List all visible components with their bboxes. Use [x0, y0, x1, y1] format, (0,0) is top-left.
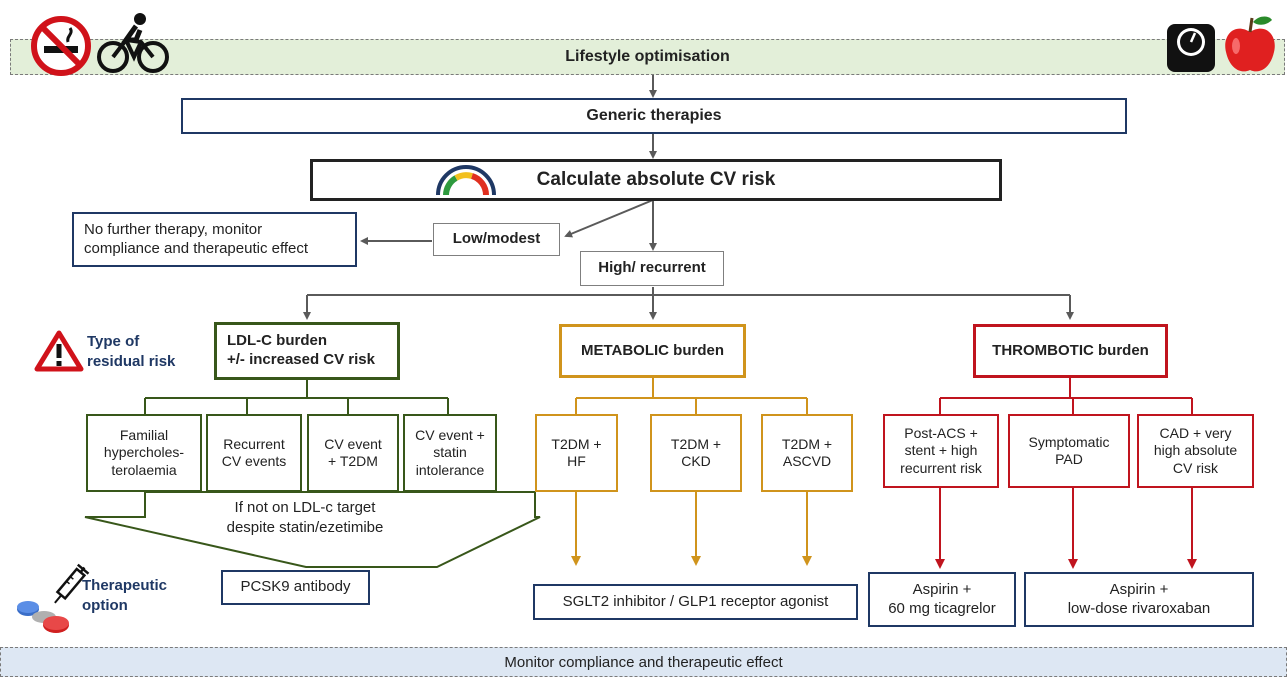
thrombotic-item-label: Post-ACS + stent + high recurrent risk	[900, 424, 982, 476]
no-smoking-icon	[28, 16, 94, 76]
thrombotic-item-post-acs: Post-ACS + stent + high recurrent risk	[883, 414, 999, 488]
aspirin-ticagrelor-box: Aspirin + 60 mg ticagrelor	[868, 572, 1016, 627]
ldl-item-label: Recurrent CV events	[221, 435, 287, 470]
cyclist-icon	[96, 10, 170, 74]
ldl-arrow-text: If not on LDL-c target despite statin/ez…	[226, 499, 384, 537]
thrombotic-tree-connector	[939, 378, 1193, 414]
ldl-tree-connector	[144, 380, 449, 414]
pcsk9-box: PCSK9 antibody	[221, 570, 370, 605]
monitor-label: Monitor compliance and therapeutic effec…	[504, 654, 783, 671]
ldl-item-statin-intolerance: CV event + statin intolerance	[403, 414, 497, 492]
ldl-item-label: CV event + T2DM	[324, 435, 382, 470]
low-modest-box: Low/modest	[433, 223, 560, 256]
thrombotic-burden-label: THROMBOTIC burden	[992, 341, 1149, 359]
metabolic-item-label: T2DM + ASCVD	[781, 435, 833, 470]
ldl-burden-label: LDL-C burden +/- increased CV risk	[227, 332, 375, 368]
thrombotic-item-label: Symptomatic PAD	[1028, 433, 1110, 468]
metabolic-item-ascvd: T2DM + ASCVD	[761, 414, 853, 492]
pcsk9-label: PCSK9 antibody	[240, 578, 351, 596]
ldl-block-arrow	[84, 491, 541, 568]
metabolic-tree-connector	[575, 378, 808, 414]
aspirin-ticagrelor-label: Aspirin + 60 mg ticagrelor	[888, 580, 996, 617]
metabolic-burden-box: METABOLIC burden	[559, 324, 746, 378]
generic-therapies-label: Generic therapies	[586, 107, 722, 124]
sglt2-glp1-label: SGLT2 inhibitor / GLP1 receptor agonist	[562, 592, 829, 610]
apple-icon	[1222, 12, 1278, 76]
weighing-scale-icon	[1165, 22, 1217, 74]
lifestyle-band: Lifestyle optimisation	[10, 39, 1285, 75]
generic-therapies-box: Generic therapies	[181, 98, 1127, 134]
thrombotic-item-pad: Symptomatic PAD	[1008, 414, 1130, 488]
thrombotic-item-cad: CAD + very high absolute CV risk	[1137, 414, 1254, 488]
metabolic-item-label: T2DM + CKD	[670, 435, 722, 470]
calculate-risk-label: Calculate absolute CV risk	[536, 169, 776, 191]
monitor-band: Monitor compliance and therapeutic effec…	[0, 647, 1287, 677]
syringe-icon	[48, 562, 90, 610]
high-recurrent-box: High/ recurrent	[580, 251, 724, 286]
ldl-item-familial: Familial hypercholes- terolaemia	[86, 414, 202, 492]
risk-gauge-icon	[434, 162, 498, 196]
metabolic-item-ckd: T2DM + CKD	[650, 414, 742, 492]
therapeutic-option-label: Therapeutic option	[82, 577, 168, 615]
ldl-item-label: CV event + statin intolerance	[415, 426, 485, 478]
warning-triangle-icon	[34, 330, 84, 372]
low-modest-label: Low/modest	[452, 230, 541, 248]
high-recurrent-label: High/ recurrent	[598, 259, 706, 277]
thrombotic-burden-box: THROMBOTIC burden	[973, 324, 1168, 378]
ldl-item-recurrent: Recurrent CV events	[206, 414, 302, 492]
aspirin-rivaroxaban-label: Aspirin + low-dose rivaroxaban	[1067, 580, 1211, 617]
metabolic-item-hf: T2DM + HF	[535, 414, 618, 492]
no-further-therapy-box: No further therapy, monitor compliance a…	[72, 212, 357, 267]
aspirin-rivaroxaban-box: Aspirin + low-dose rivaroxaban	[1024, 572, 1254, 627]
no-further-therapy-label: No further therapy, monitor compliance a…	[84, 220, 309, 257]
metabolic-burden-label: METABOLIC burden	[580, 341, 725, 359]
arrow-calculate-low	[564, 199, 654, 238]
metabolic-item-label: T2DM + HF	[551, 435, 602, 470]
calculate-risk-box: Calculate absolute CV risk	[310, 159, 1002, 201]
ldl-burden-box: LDL-C burden +/- increased CV risk	[214, 322, 400, 380]
pills-icon	[14, 595, 78, 637]
thrombotic-item-label: CAD + very high absolute CV risk	[1153, 424, 1238, 476]
sglt2-glp1-box: SGLT2 inhibitor / GLP1 receptor agonist	[533, 584, 858, 620]
ldl-item-cv-t2dm: CV event + T2DM	[307, 414, 399, 492]
ldl-item-label: Familial hypercholes- terolaemia	[103, 426, 185, 478]
type-residual-risk-label: Type of residual risk	[87, 333, 176, 371]
lifestyle-label: Lifestyle optimisation	[565, 48, 730, 65]
